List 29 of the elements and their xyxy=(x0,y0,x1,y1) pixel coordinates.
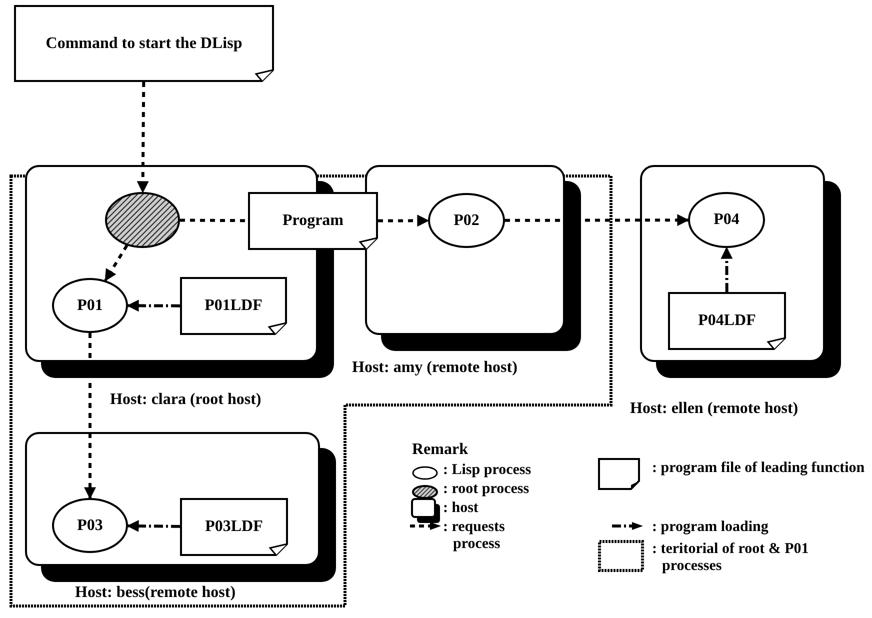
legend-text: : root process xyxy=(443,481,530,498)
host-label: Host: clara (root host) xyxy=(110,390,262,410)
arrow xyxy=(378,214,430,227)
arrow xyxy=(720,246,733,292)
node-label: P04LDF xyxy=(698,311,756,331)
process-ellipse: P03 xyxy=(52,498,128,553)
node-label: Program xyxy=(282,211,344,231)
legend-text: : host xyxy=(443,500,480,517)
host-label: Host: bess(remote host) xyxy=(75,583,236,603)
arrow xyxy=(126,300,180,312)
arrow xyxy=(136,82,149,194)
arrow xyxy=(126,520,180,532)
process-ellipse: P02 xyxy=(428,193,505,248)
node-label: P03LDF xyxy=(205,517,263,537)
legend-text: : program loading xyxy=(652,519,770,536)
host-label: Host: ellen (remote host) xyxy=(630,399,798,419)
legend-text: : Lisp process xyxy=(443,462,532,479)
process-ellipse: P04 xyxy=(688,192,765,248)
legend-text: : requests process xyxy=(443,519,506,553)
legend-text: : teritorial of root & P01 processes xyxy=(652,541,810,575)
legend-title: Remark xyxy=(412,440,468,460)
host-label: Host: amy (remote host) xyxy=(352,358,518,378)
node-label: P01LDF xyxy=(204,296,262,316)
arrow xyxy=(505,214,690,226)
process-ellipse: P01 xyxy=(52,278,128,333)
arrow xyxy=(104,244,128,282)
legend-text: : program file of leading function xyxy=(652,460,866,477)
node-label: Command to start the DLisp xyxy=(46,34,242,54)
arrow xyxy=(84,333,96,500)
